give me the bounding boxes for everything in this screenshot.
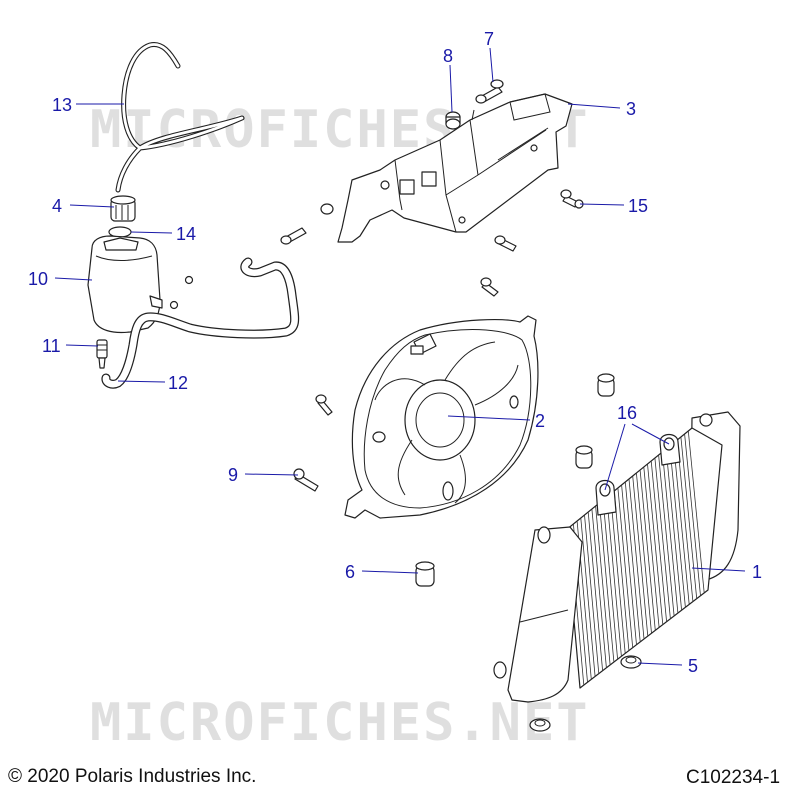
callout-12[interactable]: 12	[168, 373, 188, 393]
radiator-fin	[591, 508, 607, 668]
radiator-fin	[587, 511, 603, 671]
radiator-fin	[624, 481, 641, 642]
callout-8[interactable]: 8	[443, 46, 453, 66]
radiator-fin	[639, 469, 656, 631]
bracket-bolt-part	[475, 79, 504, 104]
callout-13[interactable]: 13	[52, 95, 72, 115]
radiator-fin	[643, 466, 660, 628]
callouts: 1 2 3 4 5 6 7 8 9 10 11 12 13 14 15 16	[28, 29, 762, 676]
callout-7[interactable]: 7	[484, 29, 494, 49]
radiator-fin	[584, 514, 600, 674]
mounting-bracket-part	[337, 93, 573, 243]
callout-15[interactable]: 15	[628, 196, 648, 216]
callout-16[interactable]: 16	[617, 403, 637, 423]
radiator-fin	[676, 439, 694, 602]
callout-6[interactable]: 6	[345, 562, 355, 582]
coolant-reservoir-part	[87, 235, 163, 334]
copyright-text: © 2020 Polaris Industries Inc.	[8, 766, 256, 787]
callout-1[interactable]: 1	[752, 562, 762, 582]
cooling-fan-part	[344, 315, 539, 519]
callout-5[interactable]: 5	[688, 656, 698, 676]
bracket-fasteners	[280, 203, 517, 252]
callout-4[interactable]: 4	[52, 196, 62, 216]
radiator-fin	[602, 499, 618, 660]
radiator-fin	[599, 502, 615, 663]
radiator-fin	[684, 433, 701, 596]
isolator-cushions	[575, 373, 615, 469]
bracket-nut-part	[445, 111, 461, 130]
radiator-fin	[606, 496, 622, 657]
radiator-fin	[580, 517, 596, 677]
callout-9[interactable]: 9	[228, 465, 238, 485]
radiator-fin	[658, 454, 675, 616]
radiator-fin	[654, 457, 671, 619]
callout-2[interactable]: 2	[535, 411, 545, 431]
radiator-fin	[628, 478, 645, 640]
radiator-fin	[680, 436, 698, 599]
bracket-side-bolt-part	[560, 189, 584, 209]
coolant-hose-part	[101, 257, 300, 389]
radiator-fin	[673, 442, 690, 605]
overflow-hose-part	[115, 41, 245, 193]
radiator-fin	[595, 505, 611, 665]
radiator-fin	[669, 445, 686, 608]
reservoir-cap-part	[110, 195, 136, 222]
radiator-part	[493, 411, 741, 703]
radiator-fin	[632, 475, 649, 637]
fan-mount-bolt-part	[293, 468, 319, 492]
rubber-isolator-part	[415, 561, 435, 587]
figure-code: C102234-1	[686, 767, 780, 788]
radiator-fin	[687, 430, 705, 593]
radiator-fin	[665, 448, 682, 611]
radiator-fin	[613, 490, 630, 651]
callout-11[interactable]: 11	[42, 336, 61, 356]
reservoir-fittings	[169, 275, 194, 310]
radiator-fin	[647, 463, 664, 625]
callout-3[interactable]: 3	[626, 99, 636, 119]
fan-bolts	[315, 277, 499, 416]
callout-10[interactable]: 10	[28, 269, 48, 289]
callout-14[interactable]: 14	[176, 224, 196, 244]
radiator-fin	[610, 493, 626, 654]
o-ring-part	[108, 226, 132, 238]
radiator-fin	[621, 484, 637, 645]
radiator-fin	[636, 472, 652, 634]
radiator-fin	[617, 487, 634, 648]
grommet-part	[529, 655, 642, 732]
drain-fitting-part	[96, 339, 108, 369]
radiator-fin	[650, 460, 667, 622]
radiator-fin	[662, 451, 679, 614]
watermark-bottom: MICROFICHES.NET	[90, 693, 590, 753]
